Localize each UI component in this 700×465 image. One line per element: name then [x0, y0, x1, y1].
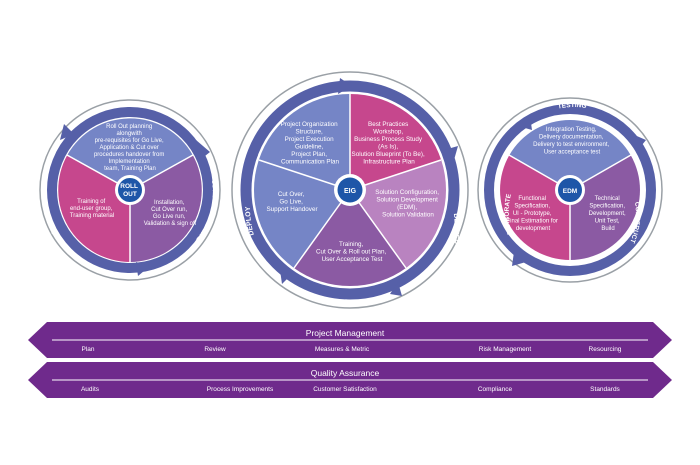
- edm-segment-right-text: Technical Specification, Development, Un…: [589, 196, 628, 232]
- band-item: Audits: [81, 386, 100, 393]
- rollout-center-badge: [118, 178, 142, 202]
- eig-segment-right: [350, 160, 447, 268]
- eig-segment-bottom-text: Training, Cut Over & Roll out Plan, User…: [316, 241, 388, 263]
- rollout-segment-left: [58, 155, 130, 262]
- eig-ring-arrowhead: [280, 270, 292, 284]
- rollout-ring-label-top: START UP: [113, 78, 147, 87]
- edm-segment-top-text: Integration Testing, Delivery documentat…: [533, 127, 611, 156]
- band-item: Review: [204, 346, 226, 353]
- rollout-outer-thin-ring: [39, 99, 221, 281]
- band-item: Plan: [81, 346, 94, 353]
- eig-segment-left-text: Cut Over, Go Live, Support Handover: [266, 191, 317, 213]
- eig-ring-label-right: DELIVER: [451, 213, 460, 245]
- rollout-segment-left-text: Training of end-user group, Training mat…: [70, 199, 114, 219]
- eig-segment-top-left-text: Project Organization Structure, Project …: [281, 121, 340, 166]
- edm-segment-right: [570, 155, 640, 260]
- rollout-segment-top-text: Roll Out planning alongwith pre-requisit…: [94, 124, 166, 172]
- eig-ring-label-bottom: PILOT: [345, 299, 367, 307]
- edm-segment-top: [509, 120, 631, 190]
- eig-ring-arrowhead: [338, 78, 352, 94]
- eig-outer-thin-ring: [231, 71, 469, 309]
- band-title: Project Management: [306, 328, 385, 338]
- segment-divider: [293, 189, 351, 269]
- eig-segment-bottom: [293, 190, 407, 287]
- edm-segment-left-text: Functional Specification, UI - Prototype…: [506, 196, 559, 232]
- eig-ring-label-left: DEPLOY: [245, 206, 256, 236]
- rollout-ring-arrowhead: [60, 124, 74, 140]
- edm-ring-label-top: TESTING: [557, 102, 587, 111]
- band-item: Resourcing: [589, 346, 622, 353]
- band-item: Risk Management: [479, 346, 532, 353]
- edm-ring-label-left: ELABORATE: [504, 193, 514, 236]
- segment-divider: [349, 189, 407, 269]
- rollout-arrow-ring: [47, 107, 213, 273]
- eig-ring-arrowhead: [390, 282, 402, 296]
- eig-segment-top-right: [350, 94, 442, 190]
- project-management-band: Project Management Plan Review Measures …: [28, 322, 672, 358]
- band-item: Compliance: [478, 386, 513, 393]
- band-item: Customer Satisfaction: [313, 386, 377, 393]
- rollout-ring-arrowhead: [136, 262, 150, 276]
- rollout-ring-arrowhead: [196, 140, 210, 160]
- eig-segment-left: [253, 160, 350, 268]
- edm-segment-left: [500, 155, 570, 260]
- edm-center-badge: [558, 178, 582, 202]
- band-item: Process Improvements: [207, 386, 274, 393]
- eig-ring-label-top-right: ALIGN: [403, 74, 426, 90]
- edm-ring-arrowhead: [632, 134, 646, 150]
- edm-center-label: EDM: [563, 188, 577, 195]
- eig-center-badge: [337, 177, 363, 203]
- band-item: Measures & Metric: [315, 346, 370, 353]
- rollout-segment-right-text: Installation, Cut Over run, Go Live run,…: [144, 200, 197, 227]
- eig-segment-top-left: [258, 94, 350, 190]
- eig-cycle: START UP ALIGN DELIVER PILOT DEPLOY Proj…: [231, 71, 469, 309]
- edm-ring-arrowhead: [512, 252, 526, 266]
- eig-segment-top-right-text: Best Practices Workshop, Business Proces…: [352, 121, 427, 166]
- rollout-cycle: START UP CUT OVER & GO LIVE SIGNOFF Roll…: [39, 78, 221, 281]
- edm-ring-arrowhead: [518, 116, 532, 130]
- rollout-center-label: ROLL OUT: [120, 183, 139, 198]
- band-title: Quality Assurance: [311, 368, 380, 378]
- edm-arrow-ring: [484, 104, 656, 276]
- eig-ring-arrowhead: [444, 146, 458, 160]
- eig-ring-arrowhead: [246, 146, 258, 160]
- edm-cycle: TESTING CONSTRUCT ELABORATE Integration …: [477, 97, 663, 283]
- eig-segment-right-text: Solution Configuration, Solution Develop…: [375, 189, 440, 219]
- eig-center-label: EIG: [344, 188, 357, 195]
- quality-assurance-band: Quality Assurance Audits Process Improve…: [28, 362, 672, 398]
- rollout-segment-right: [130, 155, 202, 262]
- band-item: Standards: [590, 386, 620, 393]
- edm-outer-thin-ring: [477, 97, 663, 283]
